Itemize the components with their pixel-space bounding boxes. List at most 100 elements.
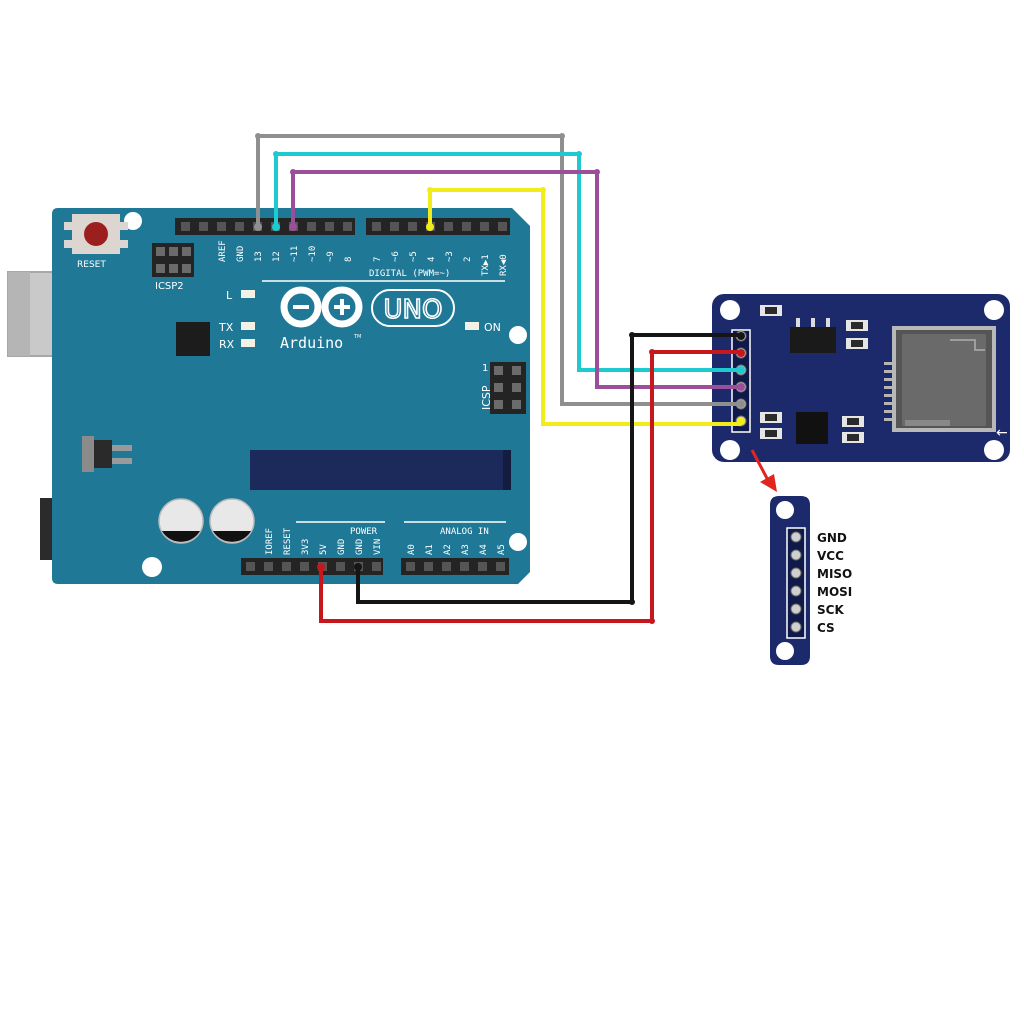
pin-label: 12 — [272, 251, 282, 262]
smd-resistor-body — [847, 418, 859, 425]
reset-button-leg — [120, 222, 128, 230]
pin-label: RX◀0 — [499, 254, 509, 276]
pin-label: A5 — [497, 544, 507, 555]
mount-hole — [984, 440, 1004, 460]
reset-button-leg — [64, 222, 72, 230]
analog-header — [401, 558, 509, 575]
pin-label: ~9 — [326, 251, 336, 262]
digital-label: DIGITAL (PWM=~) — [369, 269, 450, 279]
level-shifter-chip — [796, 412, 828, 444]
pin-label: ~11 — [290, 246, 300, 262]
pin-label: 2 — [463, 257, 473, 262]
smd-resistor-body — [765, 414, 777, 421]
pin-label: A0 — [407, 544, 417, 555]
sd-card-module: ← — [712, 294, 1010, 462]
mount-hole — [509, 326, 527, 344]
pin-label: A3 — [461, 544, 471, 555]
mount-hole — [124, 212, 142, 230]
sd-card-slot — [884, 326, 996, 432]
pin-label: 4 — [427, 257, 437, 262]
pinout-label-gnd: GND — [817, 531, 847, 545]
callout-arrow-icon — [760, 474, 777, 492]
arduino-wordmark: Arduino — [280, 334, 343, 352]
pin-label: IOREF — [265, 528, 275, 555]
pin-label: 3V3 — [301, 539, 311, 555]
trademark-mark: TM — [353, 334, 361, 340]
pinout-label-miso: MISO — [817, 567, 852, 581]
icsp2-header — [152, 243, 194, 277]
usb-connector-edge — [8, 272, 30, 356]
smd-resistor-body — [847, 434, 859, 441]
icsp-header — [490, 362, 526, 414]
pinout-label-cs: CS — [817, 621, 835, 635]
usb-chip — [176, 322, 210, 356]
insert-arrow-icon: ← — [996, 425, 1008, 441]
digital-header-right — [366, 218, 510, 235]
led-l — [241, 290, 255, 298]
pin-label: 13 — [254, 251, 264, 262]
arduino-uno-board: RESET ICSP2 L TX RX ON UNO Arduino TM — [7, 208, 530, 584]
pin-label: GND — [236, 246, 246, 262]
reset-button-leg — [64, 240, 72, 248]
icsp2-label: ICSP2 — [155, 281, 184, 292]
digital-header-left — [175, 218, 355, 235]
icsp-label: ICSP — [480, 385, 493, 410]
atmega328-edge — [503, 450, 511, 490]
uno-logo-frame — [371, 289, 455, 327]
capacitor — [209, 498, 255, 544]
pin-label: 8 — [344, 257, 354, 262]
mount-hole — [776, 642, 794, 660]
pin-label: VIN — [373, 539, 383, 555]
analog-label: ANALOG IN — [440, 527, 489, 537]
pin-label: ~5 — [409, 251, 419, 262]
smd-capacitor-body — [851, 322, 863, 329]
atmega328-chip — [250, 450, 510, 490]
pin-label: A1 — [425, 544, 435, 555]
wire-endpoints — [254, 133, 745, 624]
ldo-regulator — [790, 318, 836, 353]
mount-hole — [776, 501, 794, 519]
mount-hole — [142, 557, 162, 577]
led-rx-label: RX — [219, 338, 235, 351]
sd-pinout-detail: GND VCC MISO MOSI SCK CS — [750, 449, 852, 665]
pin-label: TX▶1 — [481, 254, 491, 276]
pin-label: AREF — [218, 240, 228, 262]
pinout-pads — [790, 531, 802, 633]
led-rx — [241, 339, 255, 347]
pinout-label-vcc: VCC — [817, 549, 844, 563]
pinout-label-mosi: MOSI — [817, 585, 852, 599]
pin-label: GND — [355, 539, 365, 555]
pin-label: 7 — [373, 257, 383, 262]
led-on — [465, 322, 479, 330]
power-label: POWER — [350, 527, 378, 537]
led-tx-label: TX — [218, 321, 234, 334]
led-l-label: L — [226, 289, 233, 302]
pin-label: A2 — [443, 544, 453, 555]
icsp-pin1-label: 1 — [482, 363, 488, 374]
led-on-label: ON — [484, 321, 501, 334]
pinout-label-sck: SCK — [817, 603, 844, 617]
voltage-regulator — [82, 436, 132, 472]
smd-capacitor-body — [851, 340, 863, 347]
uno-logo: UNO — [384, 295, 443, 325]
reset-button — [84, 222, 108, 246]
pin-label: RESET — [283, 527, 293, 555]
mount-hole — [720, 300, 740, 320]
pin-label: GND — [337, 539, 347, 555]
pin-label: ~3 — [445, 251, 455, 262]
arduino-logo — [280, 286, 363, 328]
reset-label: RESET — [77, 260, 106, 270]
pin-label: 5V — [319, 544, 329, 555]
pin-label: A4 — [479, 544, 489, 555]
smd-resistor-body — [765, 307, 777, 314]
mount-hole — [984, 300, 1004, 320]
led-tx — [241, 322, 255, 330]
smd-resistor-body — [765, 430, 777, 437]
capacitor — [158, 498, 204, 544]
reset-button-leg — [120, 240, 128, 248]
mount-hole — [509, 533, 527, 551]
pin-label: ~6 — [391, 251, 401, 262]
mount-hole — [720, 440, 740, 460]
